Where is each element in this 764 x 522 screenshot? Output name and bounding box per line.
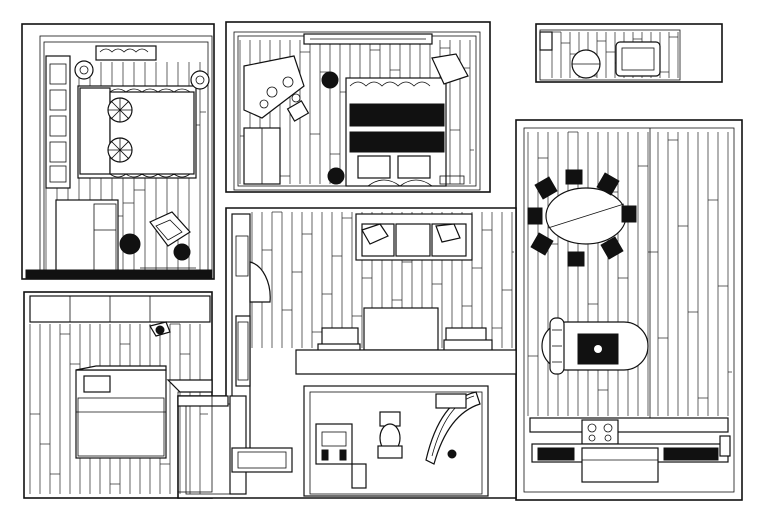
desk: [243, 55, 310, 122]
room-bedroom-top: [233, 31, 481, 191]
double-bed-left: [77, 85, 197, 179]
lamp-icon: [190, 70, 210, 90]
washing-machine: [315, 423, 353, 465]
room-bedroom-left: [25, 35, 213, 279]
sofa: [355, 213, 473, 261]
kitchen-counters: [529, 417, 731, 483]
room-bathroom: [303, 385, 489, 497]
wardrobe: [55, 199, 119, 275]
partition-wall: [295, 349, 517, 375]
floor-edge: [25, 269, 213, 279]
shelf: [95, 45, 157, 61]
round-stool: [321, 71, 339, 89]
chair: [615, 41, 661, 77]
counter: [75, 365, 167, 459]
wall-panels: [45, 55, 71, 189]
coffee-table: [363, 307, 439, 351]
room-living-hall: [177, 213, 517, 495]
double-bed-top: [345, 77, 447, 187]
kitchen-island: [541, 317, 649, 375]
closets: [231, 213, 271, 455]
room-balcony-left: [29, 295, 213, 493]
side-table: [431, 53, 469, 85]
bathtub: [425, 391, 481, 465]
armchair: [119, 211, 196, 269]
round-dining-table: [527, 169, 637, 267]
lamp-icon: [74, 60, 94, 80]
toilet: [377, 411, 403, 459]
room-dining-kitchen: [523, 127, 735, 493]
room-storage-top-right: [539, 29, 681, 81]
cooktop: [581, 419, 619, 445]
